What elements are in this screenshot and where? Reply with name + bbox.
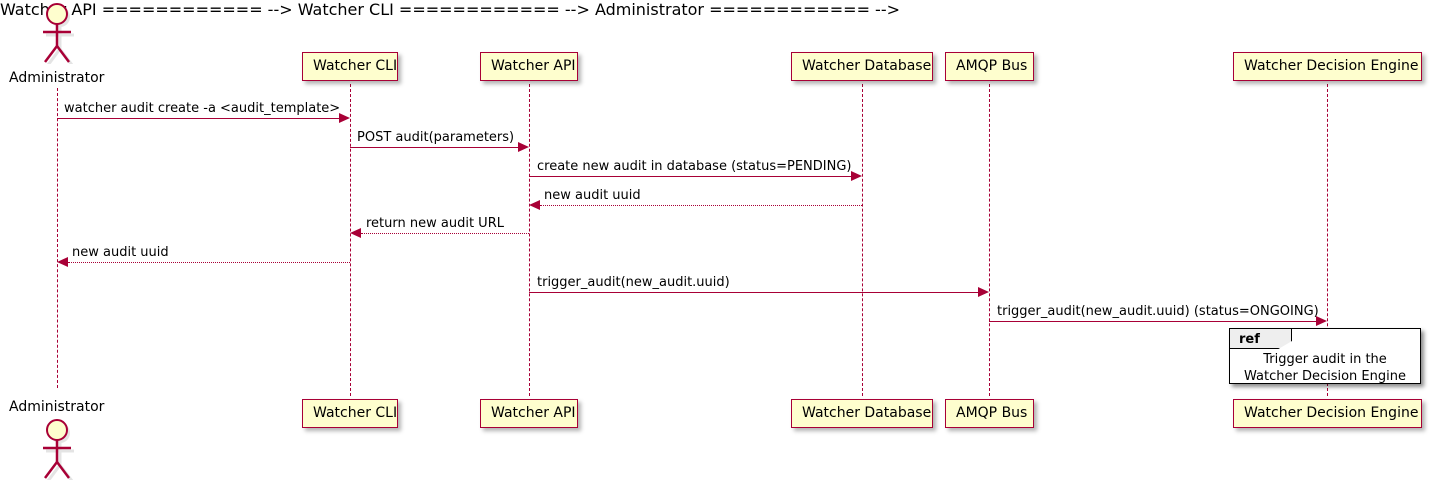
participant-label-watcher-cli-bottom: Watcher CLI xyxy=(313,405,398,421)
message-arrowhead-7 xyxy=(978,287,989,297)
message-label-3: create new audit in database (status=PEN… xyxy=(537,159,852,174)
participant-box-amqp-bus-bottom[interactable]: AMQP Bus xyxy=(945,399,1034,428)
ref-fragment-body: Trigger audit in the Watcher Decision En… xyxy=(1230,351,1420,385)
participant-box-watcher-decision-engine-top[interactable]: Watcher Decision Engine xyxy=(1233,52,1422,81)
ref-fragment-line-2: Watcher Decision Engine xyxy=(1244,369,1406,384)
participant-box-watcher-decision-engine-bottom[interactable]: Watcher Decision Engine xyxy=(1233,399,1422,428)
message-arrowhead-2 xyxy=(518,142,529,152)
lifeline-amqp-bus xyxy=(989,84,990,396)
ref-fragment-line-1: Trigger audit in the xyxy=(1263,352,1387,367)
participant-label-amqp-bus-top: AMQP Bus xyxy=(956,58,1028,74)
participant-label-administrator-bottom: Administrator xyxy=(9,399,105,415)
message-label-6: new audit uuid xyxy=(72,245,169,260)
message-line-7 xyxy=(529,292,983,293)
participant-box-watcher-api-bottom[interactable]: Watcher API xyxy=(480,399,578,428)
actor-stick-figure-icon xyxy=(43,3,71,63)
participant-label-watcher-decision-engine-bottom: Watcher Decision Engine xyxy=(1244,405,1419,421)
participant-label-watcher-database-top: Watcher Database xyxy=(802,58,932,74)
message-arrowhead-3 xyxy=(851,171,862,181)
lifeline-watcher-decision-engine xyxy=(1327,84,1328,396)
message-label-8: trigger_audit(new_audit.uuid) (status=ON… xyxy=(997,304,1319,319)
actor-administrator-top xyxy=(31,2,83,66)
ref-fragment-box[interactable]: ref Trigger audit in the Watcher Decisio… xyxy=(1229,328,1421,384)
message-arrowhead-6 xyxy=(57,257,68,267)
participant-label-amqp-bus-bottom: AMQP Bus xyxy=(956,405,1028,421)
message-label-1: watcher audit create -a <audit_template> xyxy=(64,101,341,116)
participant-label-watcher-api-bottom: Watcher API xyxy=(491,405,576,421)
participant-box-watcher-database-bottom[interactable]: Watcher Database xyxy=(791,399,933,428)
participant-label-administrator-top: Administrator xyxy=(9,70,105,86)
message-line-3 xyxy=(529,176,856,177)
message-line-2 xyxy=(350,147,523,148)
message-line-8 xyxy=(989,321,1321,322)
lifeline-watcher-cli xyxy=(350,84,351,396)
message-label-2: POST audit(parameters) xyxy=(357,130,515,145)
participant-label-watcher-decision-engine-top: Watcher Decision Engine xyxy=(1244,58,1419,74)
message-label-5: return new audit URL xyxy=(366,216,504,231)
message-label-4: new audit uuid xyxy=(544,188,641,203)
message-line-5 xyxy=(361,233,529,234)
participant-label-watcher-database-bottom: Watcher Database xyxy=(802,405,932,421)
message-line-1 xyxy=(57,118,344,119)
message-line-6 xyxy=(68,262,350,263)
lifeline-watcher-api xyxy=(529,84,530,396)
participant-box-amqp-bus-top[interactable]: AMQP Bus xyxy=(945,52,1034,81)
participant-box-watcher-database-top[interactable]: Watcher Database xyxy=(791,52,933,81)
message-arrowhead-4 xyxy=(529,200,540,210)
lifeline-administrator xyxy=(57,88,58,388)
message-label-7: trigger_audit(new_audit.uuid) xyxy=(537,275,730,290)
participant-label-watcher-cli-top: Watcher CLI xyxy=(313,58,398,74)
lifeline-watcher-database xyxy=(862,84,863,396)
actor-administrator-bottom xyxy=(31,418,83,482)
message-arrowhead-1 xyxy=(339,113,350,123)
participant-box-watcher-cli-bottom[interactable]: Watcher CLI xyxy=(302,399,398,428)
participant-label-watcher-api-top: Watcher API xyxy=(491,58,576,74)
message-arrowhead-8 xyxy=(1316,316,1327,326)
actor-stick-figure-icon xyxy=(43,419,71,479)
message-line-4 xyxy=(540,205,862,206)
message-arrowhead-5 xyxy=(350,228,361,238)
participant-box-watcher-cli-top[interactable]: Watcher CLI xyxy=(302,52,398,81)
participant-box-watcher-api-top[interactable]: Watcher API xyxy=(480,52,578,81)
ref-fragment-header: ref xyxy=(1230,329,1292,349)
